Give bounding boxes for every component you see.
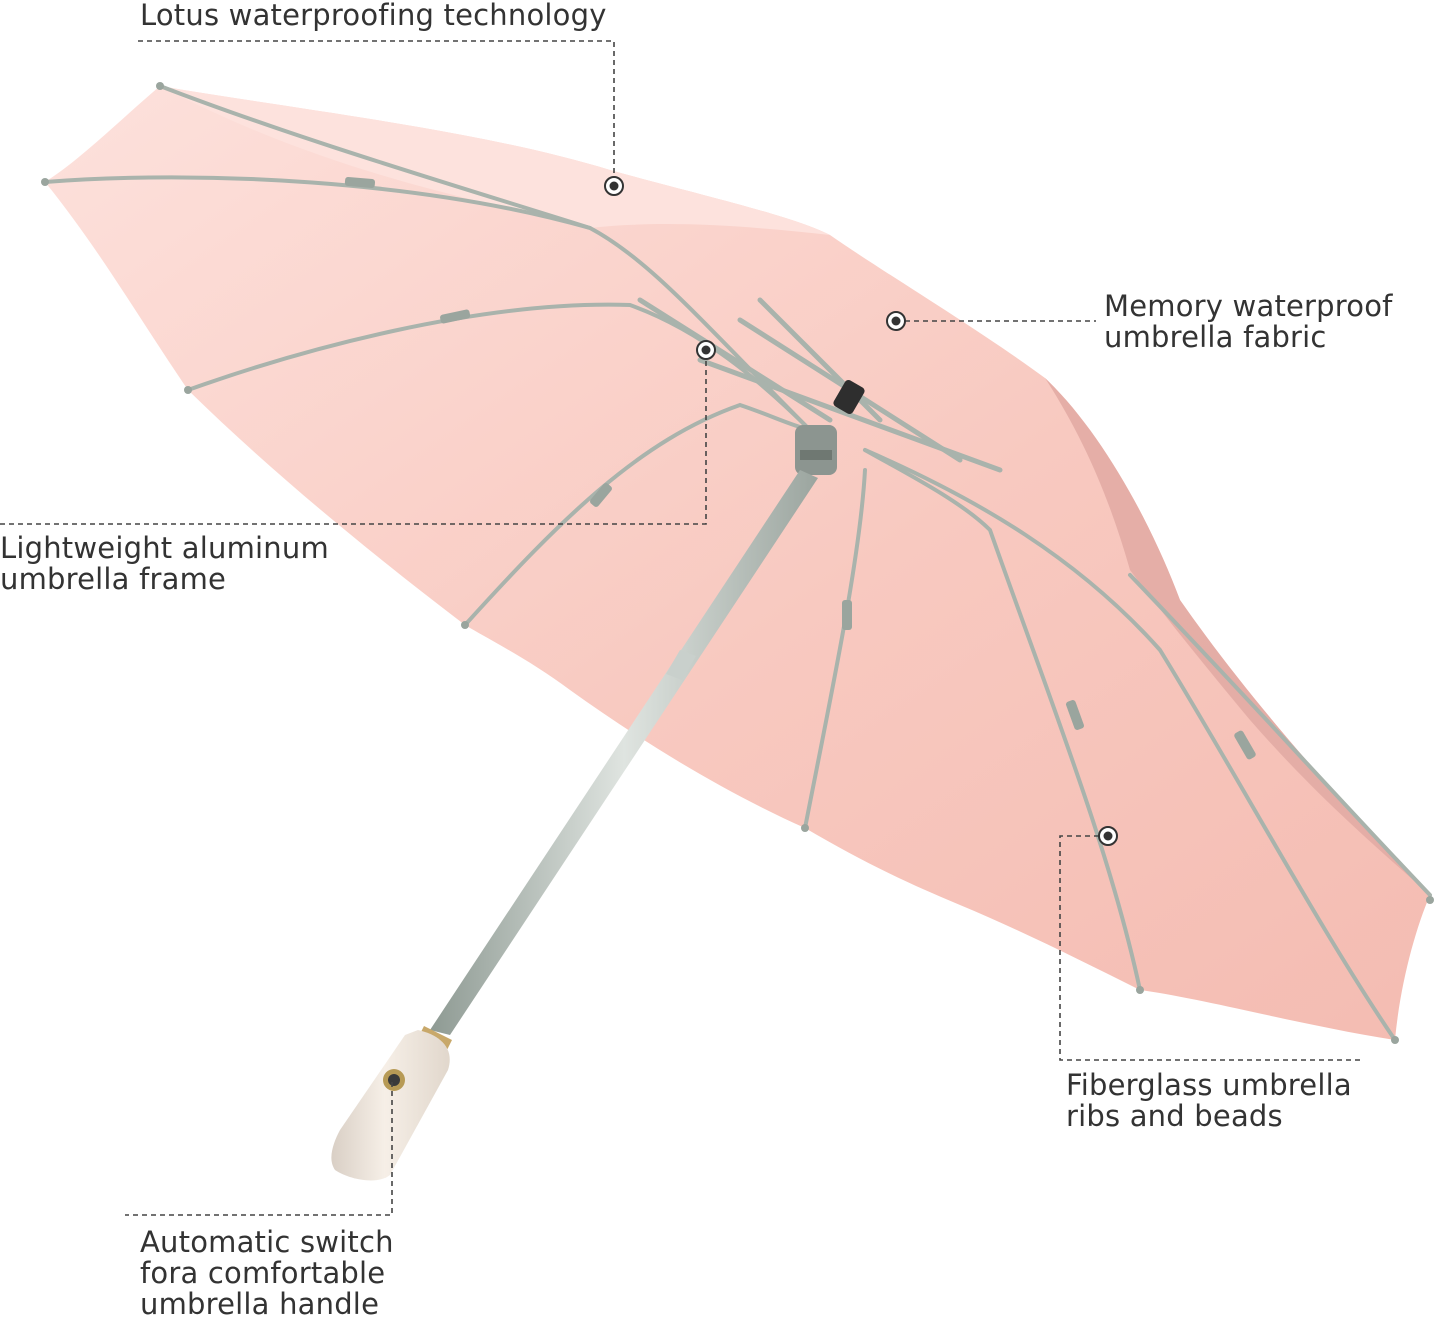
callout-switch-line-3: umbrella handle (140, 1287, 380, 1321)
callout-frame-line-2: umbrella frame (0, 562, 227, 596)
callout-line-switch (125, 1082, 393, 1216)
callout-memory: Memory waterproof umbrella fabric (1104, 291, 1393, 353)
marker-memory-icon (886, 311, 906, 331)
callout-line-frame (0, 350, 707, 525)
rib-joints (41, 82, 1434, 1044)
callout-switch-line-1: Automatic switch (140, 1225, 394, 1259)
umbrella-hub (795, 379, 865, 475)
shaft-joint (666, 650, 696, 680)
callout-frame: Lightweight aluminum umbrella frame (0, 533, 329, 595)
umbrella-handle (331, 1026, 452, 1181)
callout-memory-line-2: umbrella fabric (1104, 320, 1327, 354)
canopy-shadow-panel (1045, 378, 1430, 895)
callout-lotus-line-1: Lotus waterproofing technology (140, 0, 607, 32)
callout-memory-line-1: Memory waterproof (1104, 289, 1393, 323)
callout-frame-line-1: Lightweight aluminum (0, 531, 329, 565)
umbrella-shaft (430, 470, 818, 1035)
callout-ribs-line-1: Fiberglass umbrella (1066, 1068, 1352, 1102)
callout-switch-line-2: fora comfortable (140, 1256, 386, 1290)
canopy-top-panel (160, 86, 830, 235)
umbrella-ribs (43, 84, 1432, 1042)
marker-frame-icon (696, 340, 716, 360)
callout-markers (604, 176, 1118, 846)
callout-switch: Automatic switch fora comfortable umbrel… (140, 1227, 394, 1320)
callout-lotus: Lotus waterproofing technology (140, 0, 607, 31)
callout-ribs: Fiberglass umbrella ribs and beads (1066, 1070, 1352, 1132)
marker-lotus-icon (604, 176, 624, 196)
canopy (45, 86, 1430, 1040)
callout-line-ribs (1059, 835, 1362, 1061)
callout-ribs-line-2: ribs and beads (1066, 1099, 1283, 1133)
marker-ribs-icon (1098, 826, 1118, 846)
callout-lines (0, 40, 1362, 1216)
